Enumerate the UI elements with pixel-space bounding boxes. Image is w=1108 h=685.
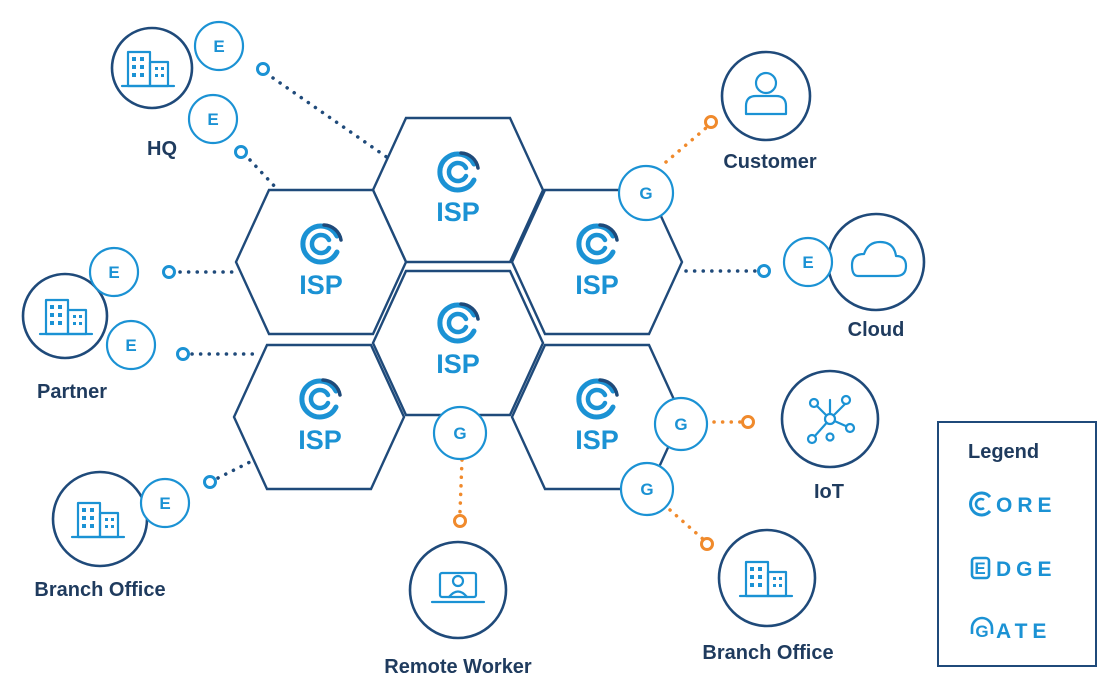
node-partner bbox=[21, 272, 109, 360]
svg-text:ISP: ISP bbox=[436, 197, 480, 227]
legend: Legend ORE E DGE G ATE bbox=[937, 421, 1097, 667]
legend-item-edge: E DGE bbox=[970, 556, 1057, 581]
badge-gate-branch-right: G bbox=[619, 461, 675, 517]
node-branch-office-left bbox=[51, 470, 149, 568]
node-cloud bbox=[826, 212, 926, 312]
connector-endpoints bbox=[162, 62, 771, 551]
svg-text:E: E bbox=[974, 559, 985, 578]
label-iot: IoT bbox=[814, 481, 844, 503]
network-icon bbox=[806, 394, 856, 445]
badge-gate-customer: G bbox=[617, 164, 675, 222]
connector-remote-worker bbox=[458, 458, 464, 514]
user-icon bbox=[744, 71, 788, 116]
svg-text:E: E bbox=[159, 494, 170, 513]
isp-hexagon-top: ISP bbox=[371, 116, 545, 264]
laptop-user-icon bbox=[430, 571, 486, 604]
svg-text:ISP: ISP bbox=[436, 349, 480, 379]
isp-hexagon-upper-left: ISP bbox=[234, 188, 408, 336]
cloud-icon bbox=[850, 240, 908, 278]
svg-text:ISP: ISP bbox=[575, 270, 619, 300]
badge-edge-branch-left: E bbox=[139, 477, 191, 529]
badge-edge-partner-2: E bbox=[105, 319, 157, 371]
svg-text:ORE: ORE bbox=[996, 494, 1057, 517]
connector-hq-top bbox=[271, 76, 390, 160]
badge-gate-iot: G bbox=[653, 396, 709, 452]
legend-item-core: ORE bbox=[969, 491, 1057, 517]
svg-text:G: G bbox=[975, 622, 988, 641]
svg-text:ISP: ISP bbox=[298, 425, 342, 455]
badge-gate-remote: G bbox=[432, 405, 488, 461]
isp-hexagon-upper-right: ISP bbox=[510, 188, 684, 336]
connections bbox=[178, 76, 757, 542]
svg-text:ISP: ISP bbox=[299, 270, 343, 300]
connector-customer bbox=[664, 126, 708, 164]
badge-edge-hq-1: E bbox=[193, 20, 245, 72]
svg-text:E: E bbox=[213, 37, 224, 56]
label-branch-office-left: Branch Office bbox=[34, 579, 165, 601]
node-branch-office-right bbox=[717, 528, 817, 628]
label-partner: Partner bbox=[37, 381, 107, 403]
isp-hexagon-lower-left: ISP bbox=[232, 343, 406, 491]
legend-title: Legend bbox=[968, 441, 1039, 463]
svg-text:ATE: ATE bbox=[996, 620, 1051, 643]
node-hq bbox=[110, 26, 194, 110]
isp-hexagon-center: ISP bbox=[371, 269, 545, 417]
svg-text:G: G bbox=[639, 184, 652, 203]
node-remote-worker bbox=[408, 540, 508, 640]
svg-text:G: G bbox=[640, 480, 653, 499]
svg-text:E: E bbox=[802, 253, 813, 272]
label-hq: HQ bbox=[147, 138, 177, 160]
svg-text:DGE: DGE bbox=[996, 558, 1057, 581]
svg-text:ISP: ISP bbox=[575, 425, 619, 455]
svg-text:E: E bbox=[108, 263, 119, 282]
svg-text:G: G bbox=[674, 415, 687, 434]
label-cloud: Cloud bbox=[848, 319, 905, 341]
svg-text:E: E bbox=[125, 336, 136, 355]
node-iot bbox=[780, 369, 880, 469]
badge-edge-hq-2: E bbox=[187, 93, 239, 145]
node-customer bbox=[720, 50, 812, 142]
svg-text:E: E bbox=[207, 110, 218, 129]
badge-edge-cloud: E bbox=[782, 236, 834, 288]
legend-item-gate: G ATE bbox=[970, 616, 1051, 643]
connector-hq-bottom bbox=[248, 158, 280, 192]
label-branch-office-right: Branch Office bbox=[702, 642, 833, 664]
label-customer: Customer bbox=[723, 151, 817, 173]
connector-branch-left bbox=[216, 458, 256, 480]
badge-edge-partner-1: E bbox=[88, 246, 140, 298]
label-remote-worker: Remote Worker bbox=[384, 656, 532, 678]
connector-branch-right bbox=[668, 508, 706, 542]
svg-text:G: G bbox=[453, 424, 466, 443]
